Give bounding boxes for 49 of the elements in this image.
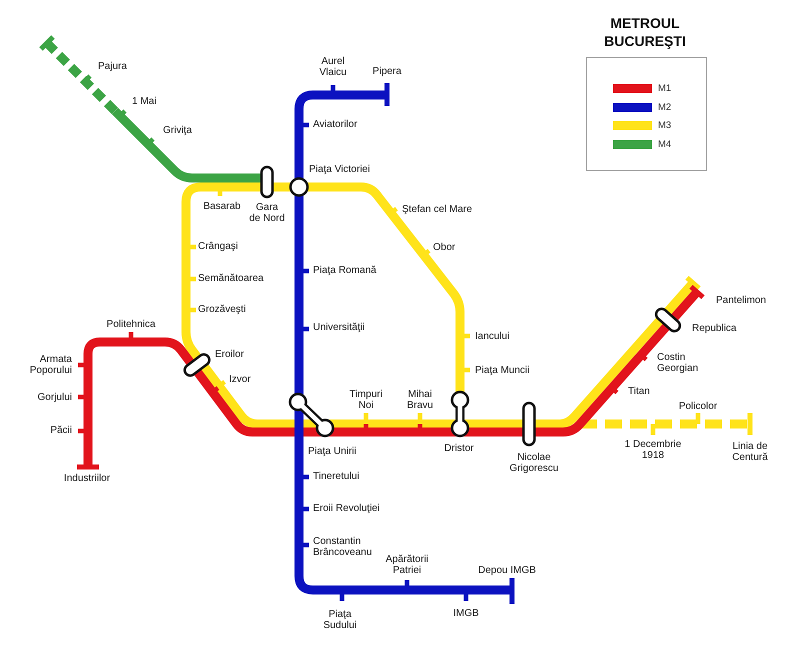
station-label: Aurel Vlaicu — [319, 56, 347, 78]
station-label: Tineretului — [313, 471, 360, 482]
map-title: METROUL BUCUREŞTI — [604, 14, 686, 50]
station-label: Linia de Centură — [732, 441, 768, 463]
station-label: Constantin Brâncoveanu — [313, 536, 372, 558]
station-label: Politehnica — [106, 319, 156, 330]
station-label: Mihai Bravu — [406, 389, 434, 411]
station-label: Eroilor — [215, 349, 244, 360]
station-label: Apărătorii Patriei — [386, 554, 428, 576]
station-label: Izvor — [229, 374, 251, 385]
station-label: Ştefan cel Mare — [402, 204, 472, 215]
station-label: Piaţa Unirii — [308, 446, 356, 457]
station-label: 1 Mai — [132, 96, 156, 107]
station-label: Piaţa Romană — [313, 265, 376, 276]
station-label: Piaţa Victoriei — [309, 164, 370, 175]
legend-label: M3 — [658, 120, 672, 131]
station-label: Costin Georgian — [657, 352, 698, 374]
station-label: Universităţii — [313, 322, 365, 333]
station-label: Semănătoarea — [198, 273, 264, 284]
station-label: Basarab — [203, 201, 241, 212]
station-label: Titan — [628, 386, 650, 397]
station-label: Gorjului — [38, 392, 72, 403]
station-label: Nicolae Grigorescu — [510, 452, 558, 474]
station-label: Policolor — [678, 401, 718, 412]
station-label: Pantelimon — [716, 295, 766, 306]
station-label: Depou IMGB — [478, 565, 536, 576]
station-label: Dristor — [444, 443, 474, 454]
station-label: Obor — [433, 242, 456, 253]
station-label: Crângaşi — [198, 241, 238, 252]
legend-label: M1 — [658, 83, 672, 94]
station-label: Griviţa — [163, 125, 192, 136]
station-label: Eroii Revoluţiei — [313, 503, 380, 514]
station-label: Aviatorilor — [313, 119, 358, 130]
station-label: Armata Poporului — [30, 354, 72, 376]
station-label: Păcii — [50, 425, 72, 436]
station-label: IMGB — [453, 608, 479, 619]
station-label: Piaţa Sudului — [323, 609, 357, 631]
station-label: Piaţa Muncii — [475, 365, 530, 376]
station-label: Pipera — [372, 66, 402, 77]
station-label: Timpuri Noi — [350, 389, 382, 411]
legend-label: M2 — [658, 102, 672, 112]
legend-label: M4 — [658, 138, 672, 150]
station-label: Gara de Nord — [249, 202, 285, 224]
station-label: Pajura — [98, 61, 127, 72]
station-label: Industriilor — [64, 473, 110, 484]
station-label: Republica — [692, 323, 736, 334]
station-label: Grozăveşti — [198, 304, 246, 315]
station-label: 1 Decembrie 1918 — [624, 439, 682, 461]
station-label: Iancului — [475, 331, 510, 342]
